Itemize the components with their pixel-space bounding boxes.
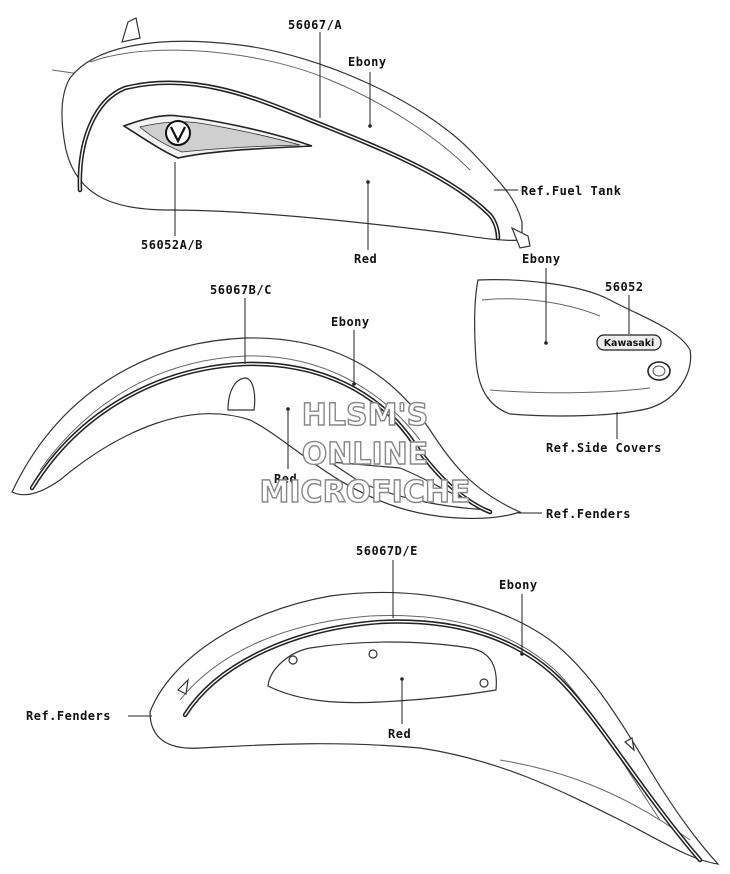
label-tank-red: Red [354,252,377,266]
side-cover-edge-bottom [489,387,651,394]
label-rear-stripe: 56067D/E [356,544,418,558]
tank-mount-bracket [121,17,141,43]
rear-fender-bolt-hole [368,649,378,659]
rear-fender [149,591,720,865]
rear-fender-stripe-pinline [184,620,701,861]
label-tank-ebony: Ebony [348,55,387,69]
label-tank-emblem: 56052A/B [141,238,203,252]
v-logo-icon [170,126,186,144]
tank-emblem [122,114,313,159]
dot-side-ebony [544,341,548,345]
label-front-red: Red [274,472,297,486]
side-cover-body [474,279,692,417]
callout-labels: 56067/A Ebony Ref.Fuel Tank 56052A/B Red… [26,18,662,741]
dot-tank-red [366,180,370,184]
front-fender-stripe-pinline [31,363,491,513]
tank-top-edge [89,49,471,171]
label-rear-ebony: Ebony [499,578,538,592]
side-cover: Kawasaki [474,279,692,417]
label-side-ebony: Ebony [522,252,561,266]
watermark-line-1: HLSM'S [302,398,428,433]
label-rear-ref: Ref.Fenders [26,709,111,723]
rear-fender-tab [623,737,635,752]
side-cover-decal-plate [596,334,662,351]
rear-fender-body [149,591,720,865]
tank-petcock [510,226,531,249]
rear-fender-tab [176,678,189,695]
dot-front-red [286,407,290,411]
leader-lines [128,32,630,724]
label-rear-red: Red [388,727,411,741]
watermark-line-2: ONLINE [302,437,429,472]
rear-fender-inner-panel [267,641,497,704]
label-side-decal: 56052 [605,280,644,294]
front-fender-mount-recess [227,377,256,411]
label-tank-stripe: 56067/A [288,18,342,32]
watermark-line-3: MICROFICHE [260,475,471,510]
dot-tank-ebony [368,124,372,128]
side-cover-edge-top [481,298,601,317]
label-side-ref: Ref.Side Covers [546,441,662,455]
dot-rear-red [400,677,404,681]
side-cover-grommet-inner [652,365,666,377]
label-front-ref: Ref.Fenders [546,507,631,521]
rear-fender-lower-edge [499,759,691,841]
label-tank-ref: Ref.Fuel Tank [521,184,622,198]
front-fender [11,337,522,519]
dot-rear-ebony [520,652,524,656]
tank-stripe-pinline [79,82,499,239]
rear-fender-bolt-hole [288,655,298,665]
side-cover-grommet [647,361,671,381]
rear-fender-bolt-hole [479,678,489,688]
fuel-tank [51,17,531,249]
kawasaki-decal-text: Kawasaki [604,338,655,349]
watermark: HLSM'S ONLINE MICROFICHE [259,397,471,510]
label-front-ebony: Ebony [331,315,370,329]
dot-front-ebony [352,382,356,386]
label-front-stripe: 56067B/C [210,283,272,297]
